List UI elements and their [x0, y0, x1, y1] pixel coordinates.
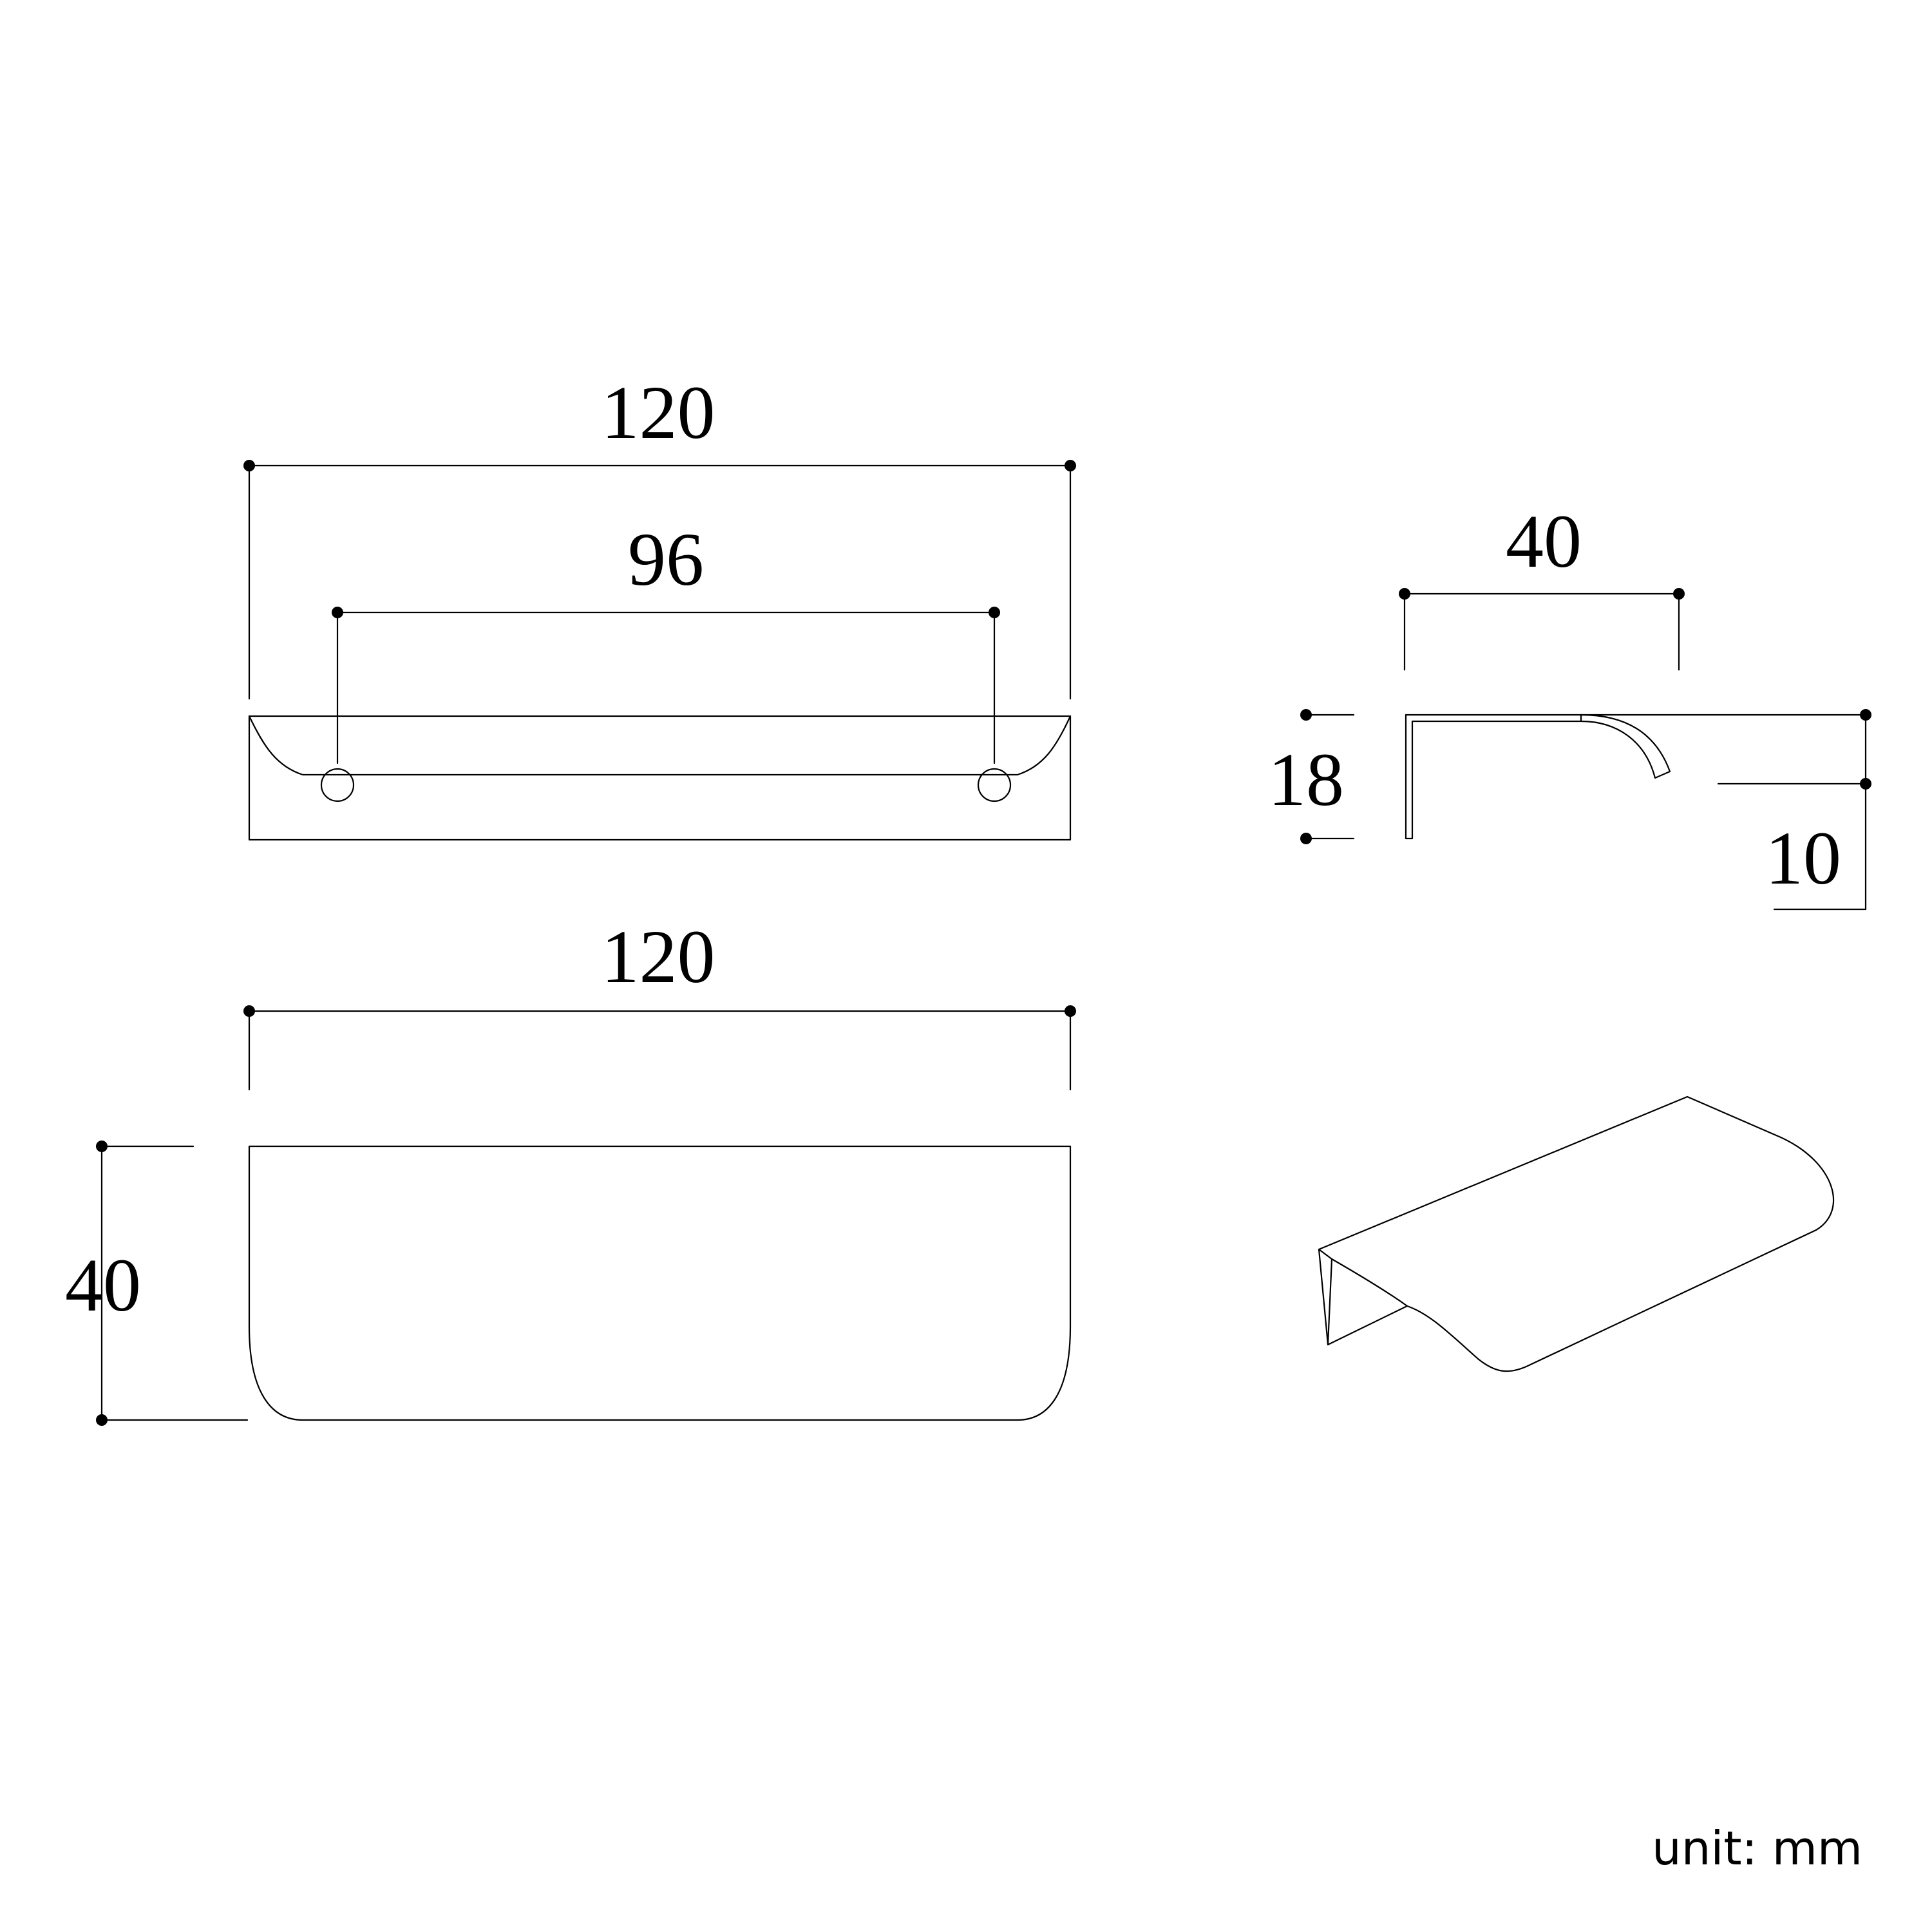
mounting-hole-left: [320, 768, 355, 802]
handle-profile: [1405, 714, 1671, 840]
front-view: 120 40: [65, 914, 1076, 1426]
dimension-label-120-front: 120: [601, 914, 715, 999]
mounting-hole-right: [977, 768, 1012, 802]
dimension-120-top: 120: [243, 370, 1076, 700]
dimension-label-40-side: 40: [1506, 499, 1582, 583]
dimension-label-96: 96: [628, 517, 704, 601]
dimension-label-40-front: 40: [65, 1243, 141, 1327]
handle-front-outline: [248, 1145, 1072, 1421]
dimension-96: 96: [332, 517, 1000, 764]
top-view: 120 96: [243, 370, 1076, 841]
dimension-40-side: 40: [1399, 499, 1685, 671]
dimension-label-120-top: 120: [601, 370, 715, 455]
unit-label: unit: mm: [1652, 1821, 1862, 1875]
side-view: 40 18 10: [1268, 499, 1871, 911]
dimension-10: 10: [1580, 709, 1871, 911]
handle-top-outline: [248, 715, 1072, 841]
dimension-label-18: 18: [1268, 737, 1344, 822]
dimension-18: 18: [1268, 709, 1355, 844]
dimension-label-10: 10: [1765, 816, 1841, 900]
isometric-view: [1318, 1095, 1835, 1372]
dimension-40-front: 40: [65, 1141, 249, 1426]
dimension-120-front: 120: [243, 914, 1076, 1091]
